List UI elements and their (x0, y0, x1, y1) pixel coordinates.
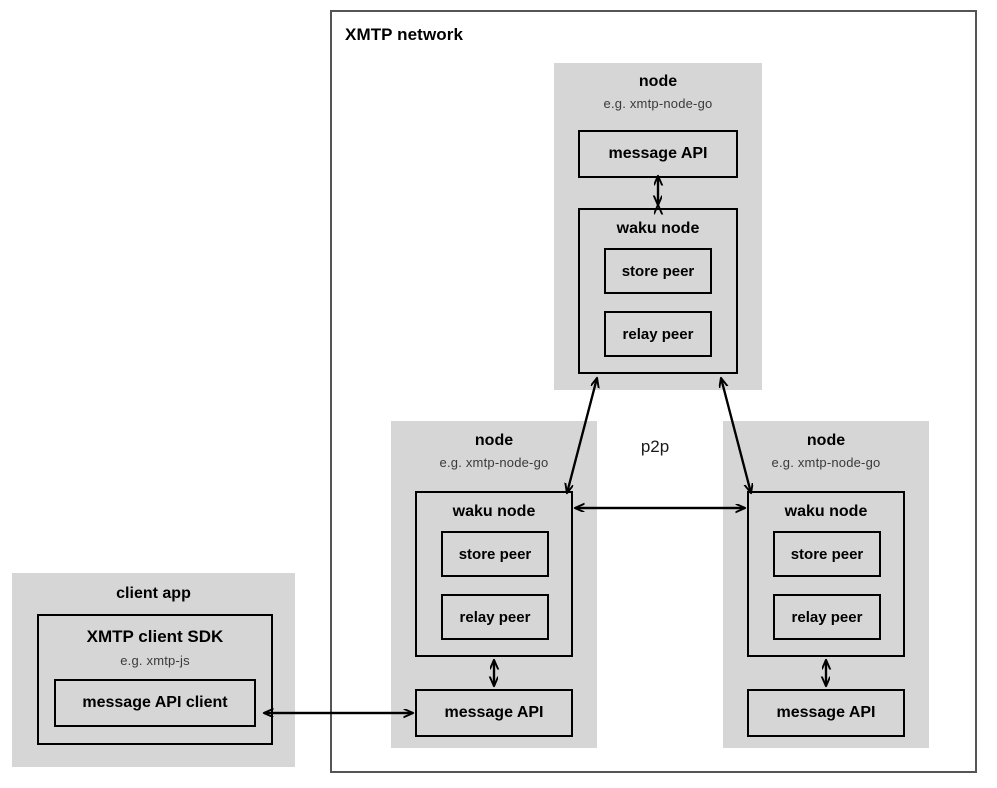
node-right-waku-box[interactable]: waku node store peer relay peer (747, 491, 905, 657)
node-left-waku-box[interactable]: waku node store peer relay peer (415, 491, 573, 657)
node-right-subtitle: e.g. xmtp-node-go (771, 455, 881, 470)
node-top-subtitle: e.g. xmtp-node-go (603, 96, 713, 111)
client-app-container: client app XMTP client SDK e.g. xmtp-js … (12, 573, 295, 767)
node-top-store-peer-label: store peer (621, 262, 695, 280)
node-top-container: node e.g. xmtp-node-go message API waku … (554, 63, 762, 390)
node-top-store-peer-box[interactable]: store peer (604, 248, 712, 294)
node-top-waku-box[interactable]: waku node store peer relay peer (578, 208, 738, 374)
node-left-relay-peer-label: relay peer (459, 608, 531, 626)
p2p-label: p2p (640, 437, 670, 456)
node-top-relay-peer-box[interactable]: relay peer (604, 311, 712, 357)
node-left-message-api-box[interactable]: message API (415, 689, 573, 737)
node-top-waku-title: waku node (616, 220, 700, 237)
node-right-waku-title: waku node (784, 503, 868, 520)
xmtp-network-title: XMTP network (345, 25, 464, 44)
node-left-relay-peer-box[interactable]: relay peer (441, 594, 549, 640)
xmtp-network-frame (330, 10, 977, 773)
xmtp-client-sdk-box[interactable]: XMTP client SDK e.g. xmtp-js message API… (37, 614, 273, 745)
xmtp-client-sdk-title: XMTP client SDK (86, 627, 224, 646)
node-top-relay-peer-label: relay peer (622, 325, 694, 343)
node-right-store-peer-box[interactable]: store peer (773, 531, 881, 577)
node-left-container: node e.g. xmtp-node-go waku node store p… (391, 421, 597, 748)
node-left-store-peer-box[interactable]: store peer (441, 531, 549, 577)
node-right-relay-peer-label: relay peer (791, 608, 863, 626)
client-app-title: client app (116, 585, 191, 602)
message-api-client-box[interactable]: message API client (54, 679, 256, 727)
node-left-store-peer-label: store peer (458, 545, 532, 563)
node-top-message-api-box[interactable]: message API (578, 130, 738, 178)
message-api-client-label: message API client (82, 694, 228, 711)
xmtp-client-sdk-subtitle: e.g. xmtp-js (120, 653, 190, 668)
node-right-relay-peer-box[interactable]: relay peer (773, 594, 881, 640)
node-right-container: node e.g. xmtp-node-go waku node store p… (723, 421, 929, 748)
node-right-store-peer-label: store peer (790, 545, 864, 563)
node-right-message-api-label: message API (776, 704, 876, 721)
node-top-title: node (638, 73, 678, 90)
node-top-message-api-label: message API (608, 145, 708, 162)
node-left-subtitle: e.g. xmtp-node-go (439, 455, 549, 470)
node-left-title: node (474, 432, 514, 449)
node-right-message-api-box[interactable]: message API (747, 689, 905, 737)
node-right-title: node (806, 432, 846, 449)
node-left-waku-title: waku node (452, 503, 536, 520)
node-left-message-api-label: message API (444, 704, 544, 721)
